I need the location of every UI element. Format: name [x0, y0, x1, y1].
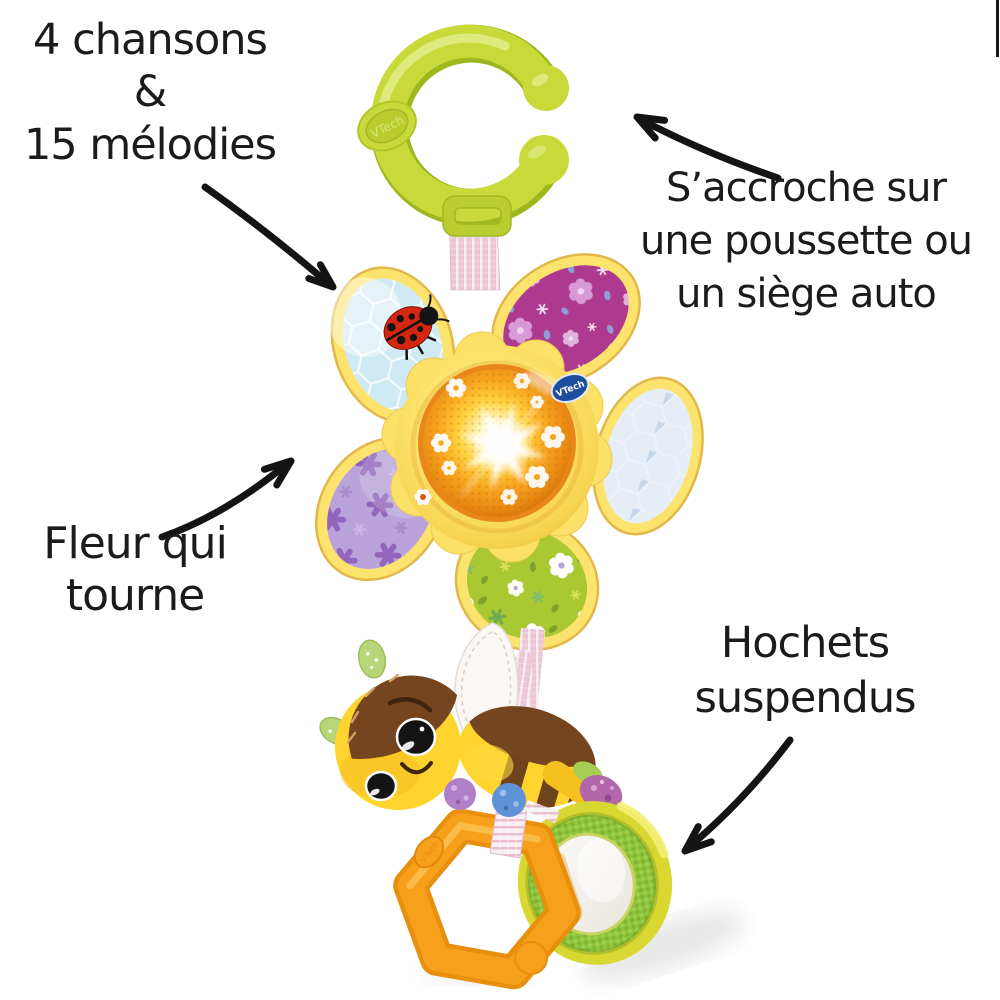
flower-button	[414, 489, 432, 505]
hexagon-knob	[514, 941, 548, 975]
ladybug-graphic	[383, 294, 450, 360]
annotation-rattles-line2: suspendus	[694, 673, 916, 724]
annotation-attach-line1: S’accroche sur	[666, 165, 947, 211]
photo-edge-artifact	[996, 0, 999, 57]
clip-ring: VTech	[357, 24, 569, 237]
annotation-attach-line2: une poussette ou	[639, 217, 973, 264]
petal-honeycomb	[592, 376, 704, 536]
arrow-spin	[158, 457, 295, 541]
dome-glow	[458, 396, 548, 496]
annotation-spin-line2: tourne	[65, 569, 205, 621]
annotation-rattles-line1: Hochets	[720, 618, 890, 668]
vtech-logo-badge: VTech	[550, 373, 590, 403]
annotation-attach-line3: un siège auto	[676, 270, 937, 317]
annotation-songs-line1: 4 chansons	[33, 15, 268, 65]
annotation-spin: Fleur qui tourne	[10, 518, 260, 622]
flower-center: VTech	[381, 331, 613, 563]
clip-knob-upper	[523, 65, 569, 111]
annotation-rattles: Hochets suspendus	[655, 616, 955, 726]
annotation-songs-line2: &	[133, 67, 168, 118]
annotation-songs: 4 chansons & 15 mélodies	[8, 14, 292, 171]
annotation-spin-line1: Fleur qui	[43, 518, 228, 569]
hexagon-brand-emboss: VTech	[413, 835, 445, 869]
bee-plush	[319, 639, 623, 824]
clip-knob-lower	[519, 135, 569, 185]
annotation-attach: S’accroche sur une poussette ou un siège…	[608, 162, 1000, 320]
bee-antenna-top	[357, 639, 387, 679]
annotation-arrows	[158, 113, 794, 855]
clip-brand-badge: VTech	[357, 100, 417, 152]
arrow-rattles	[681, 736, 794, 855]
arrow-attach	[633, 113, 782, 182]
annotation-songs-line3: 15 mélodies	[23, 119, 277, 170]
arrow-songs	[201, 183, 337, 291]
orange-hexagon-ring: VTech	[393, 808, 581, 990]
bee-feet-beads	[444, 778, 526, 817]
clip-ribbon-tab	[442, 195, 512, 237]
dome-flower-decals	[430, 373, 566, 505]
